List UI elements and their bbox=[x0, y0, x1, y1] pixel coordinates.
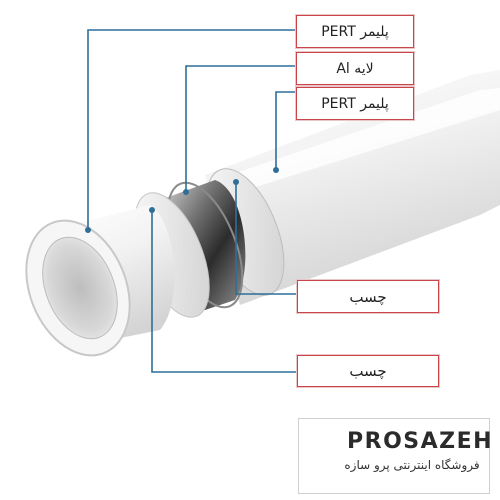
leader-line-adhesive-inner bbox=[151, 210, 297, 373]
label-inner-pert: پلیمر PERT bbox=[296, 87, 414, 120]
label-adhesive-outer: چسب bbox=[297, 280, 439, 313]
label-adhesive-inner: چسب bbox=[297, 355, 439, 387]
leader-line-outer-layer bbox=[87, 29, 296, 230]
pipe-top-highlight bbox=[215, 88, 500, 195]
brand-name: PROSAZEH bbox=[347, 429, 494, 454]
label-aluminum-layer: لایه Al bbox=[296, 52, 414, 85]
leader-line-adhesive-outer bbox=[235, 182, 297, 295]
inner-pipe-bore bbox=[42, 236, 118, 340]
leader-line-inner-layer bbox=[275, 91, 296, 170]
leader-dots bbox=[85, 167, 279, 233]
leader-line-middle-layer bbox=[185, 65, 296, 192]
label-outer-pert: پلیمر PERT bbox=[296, 15, 414, 48]
brand-logo-card bbox=[298, 418, 490, 494]
brand-tagline: فروشگاه اینترنتی پرو سازه bbox=[344, 458, 480, 472]
leader-lines bbox=[87, 29, 297, 373]
